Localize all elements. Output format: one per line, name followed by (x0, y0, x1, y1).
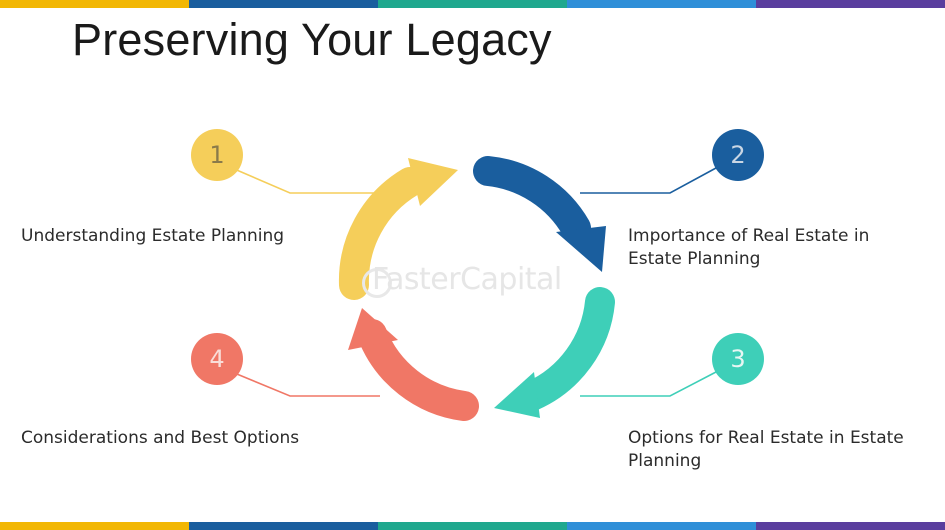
accent-segment (756, 522, 945, 530)
top-accent-bar (0, 0, 945, 8)
step-2-badge: 2 (712, 129, 764, 181)
step-3-number: 3 (730, 345, 746, 373)
connector-line-2 (580, 167, 717, 194)
cycle-arrowhead-2 (556, 226, 606, 272)
watermark-text: FasterCapital (372, 262, 562, 297)
cycle-arrowhead-1 (408, 158, 458, 206)
bottom-accent-bar (0, 522, 945, 530)
accent-segment (0, 0, 189, 8)
cycle-arrow-3 (517, 287, 615, 411)
connector-line-1 (231, 167, 380, 194)
accent-segment (0, 522, 189, 530)
cycle-arrowhead-3 (494, 372, 540, 418)
accent-segment (378, 522, 567, 530)
accent-segment (378, 0, 567, 8)
watermark-logo-icon (362, 268, 392, 298)
step-3-label: Options for Real Estate in Estate Planni… (628, 428, 904, 471)
step-3-badge: 3 (712, 333, 764, 385)
step-4-badge: 4 (191, 333, 243, 385)
cycle-arrow-2 (473, 156, 591, 243)
slide-title: Preserving Your Legacy (72, 14, 552, 65)
cycle-arrow-4 (357, 319, 479, 421)
step-4-number: 4 (209, 345, 225, 373)
connector-line-3 (580, 371, 717, 397)
step-1-label: Understanding Estate Planning (21, 226, 285, 246)
accent-segment (567, 522, 756, 530)
step-1-badge: 1 (191, 129, 243, 181)
accent-segment (189, 0, 378, 8)
accent-segment (567, 0, 756, 8)
step-4-label: Considerations and Best Options (21, 428, 300, 448)
step-2-label: Importance of Real Estate in Estate Plan… (628, 226, 870, 269)
accent-segment (756, 0, 945, 8)
cycle-arrowhead-4 (348, 308, 398, 350)
step-2-number: 2 (730, 141, 746, 169)
connector-line-4 (231, 371, 380, 397)
step-1-number: 1 (209, 141, 225, 169)
accent-segment (189, 522, 378, 530)
cycle-arrow-1 (338, 167, 425, 300)
